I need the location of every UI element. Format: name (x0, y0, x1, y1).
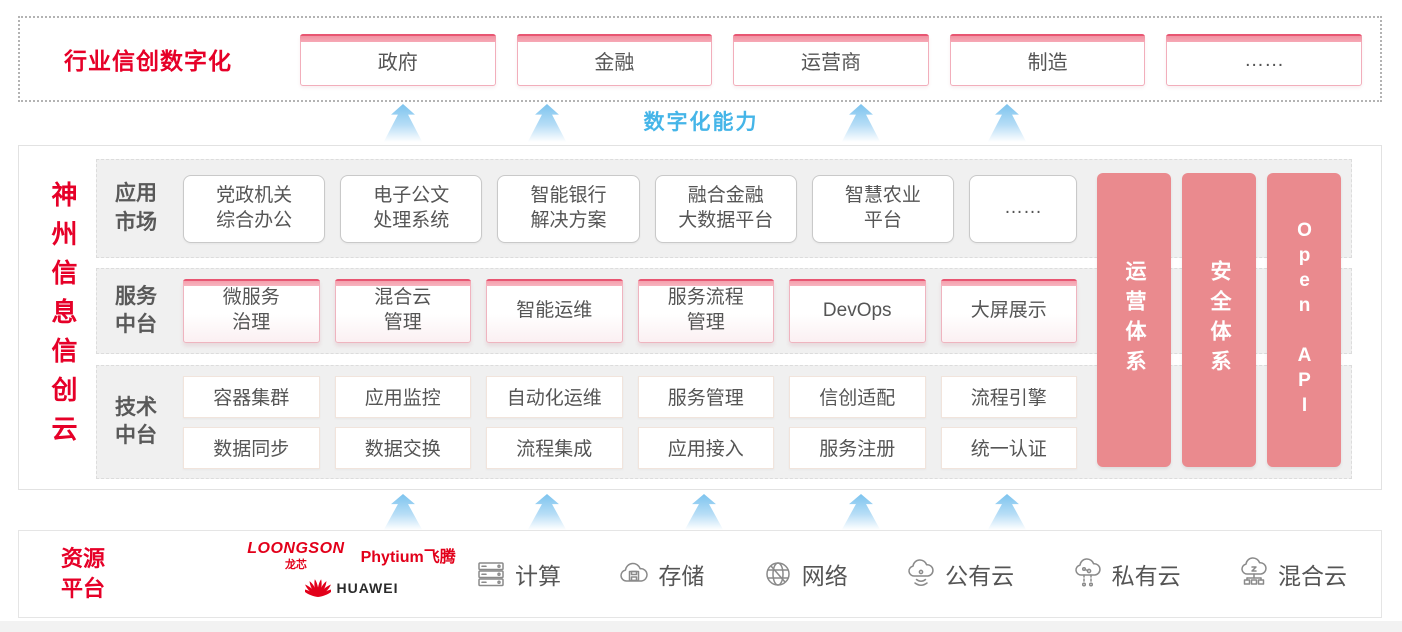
up-arrow-icon (841, 494, 881, 530)
capability-label: 数字化能力 (643, 111, 759, 134)
resource-item-hybrid-cloud: 混合云 (1237, 557, 1347, 591)
hybrid-cloud-icon (1241, 557, 1267, 585)
tech-box: 数据交换 (334, 426, 471, 469)
pillar-open-api: Open API (1267, 173, 1341, 467)
tech-box: 服务管理 (637, 375, 774, 418)
tech-platform-label: 技术 中台 (115, 395, 157, 447)
resource-item-private-cloud: 私有云 (1071, 557, 1181, 591)
industry-tab-more: …… (1166, 34, 1362, 86)
private-cloud-icon (1074, 558, 1101, 587)
pillar-operations: 运营体系 (1097, 173, 1171, 467)
public-cloud-icon (908, 559, 934, 586)
resource-platform: 资源 平台 LOONGSON 龙芯 Phytium飞腾 (18, 530, 1382, 618)
tech-box: 统一认证 (940, 426, 1077, 469)
service-box: DevOps (789, 279, 926, 343)
up-arrow-icon (527, 494, 567, 530)
app-box: 智能银行 解决方案 (497, 174, 640, 243)
tech-box: 容器集群 (183, 375, 320, 418)
industry-tab-manufacturing: 制造 (949, 34, 1146, 86)
huawei-flower-icon (304, 579, 331, 597)
tech-box: 服务注册 (789, 426, 926, 469)
tech-box: 流程集成 (486, 426, 623, 469)
pillar-security: 安全体系 (1182, 173, 1256, 467)
resource-item-compute: 计算 (474, 557, 561, 591)
industry-tab-operator: 运营商 (733, 34, 929, 86)
up-arrow-icon (383, 494, 423, 530)
industry-tab-government: 政府 (300, 34, 496, 86)
app-box-more: …… (969, 174, 1078, 243)
vendor-logos: LOONGSON 龙芯 Phytium飞腾 (224, 540, 479, 598)
platform-vertical-title: 神州信息信创云 (48, 181, 78, 454)
tech-box: 应用接入 (637, 426, 774, 469)
huawei-logo: HUAWEI (224, 578, 479, 598)
banner-title: 行业信创数字化 (64, 48, 232, 74)
app-box: 电子公文 处理系统 (340, 174, 483, 243)
app-box: 智慧农业 平台 (811, 174, 955, 243)
app-market-label: 应用 市场 (115, 182, 157, 234)
resource-items: 计算 存储 网络 (474, 531, 1347, 617)
resource-platform-title: 资源 平台 (61, 546, 106, 601)
service-box: 混合云 管理 (334, 279, 471, 343)
tech-box: 流程引擎 (940, 375, 1077, 418)
phytium-logo: Phytium飞腾 (360, 549, 456, 566)
loongson-logo: LOONGSON 龙芯 (247, 540, 345, 571)
industry-tabs: 政府 金融 运营商 制造 …… (300, 34, 1362, 86)
storage-icon (620, 562, 649, 582)
platform-container: 神州信息信创云 应用 市场 党政机关 综合办公 电子公文 处理系统 智能银行 解… (18, 145, 1382, 490)
resource-item-storage: 存储 (617, 557, 704, 591)
tech-box: 数据同步 (183, 426, 320, 469)
resource-item-network: 网络 (761, 557, 848, 591)
app-market-boxes: 党政机关 综合办公 电子公文 处理系统 智能银行 解决方案 融合金融 大数据平台… (183, 174, 1078, 243)
service-platform-boxes: 微服务 治理 混合云 管理 智能运维 服务流程 管理 DevOps 大屏展示 (183, 279, 1077, 343)
industry-tab-finance: 金融 (516, 34, 713, 86)
service-platform-label: 服务 中台 (115, 284, 157, 336)
tech-box: 自动化运维 (486, 375, 623, 418)
up-arrow-icon (684, 494, 724, 530)
resource-item-public-cloud: 公有云 (904, 557, 1014, 591)
service-box: 智能运维 (486, 279, 623, 343)
industry-banner: 行业信创数字化 政府 金融 运营商 制造 …… (18, 16, 1382, 102)
service-box: 微服务 治理 (183, 279, 320, 343)
service-box: 大屏展示 (940, 279, 1077, 343)
app-box: 党政机关 综合办公 (183, 174, 326, 243)
network-icon (766, 562, 790, 586)
compute-icon (478, 562, 504, 587)
tech-box: 应用监控 (334, 375, 471, 418)
bottom-strip (0, 621, 1402, 632)
tech-box: 信创适配 (789, 375, 926, 418)
tech-platform-boxes: 容器集群 应用监控 自动化运维 服务管理 信创适配 流程引擎 数据同步 数据交换… (183, 375, 1077, 469)
service-box: 服务流程 管理 (637, 279, 774, 343)
up-arrow-icon (987, 494, 1027, 530)
app-box: 融合金融 大数据平台 (654, 174, 797, 243)
